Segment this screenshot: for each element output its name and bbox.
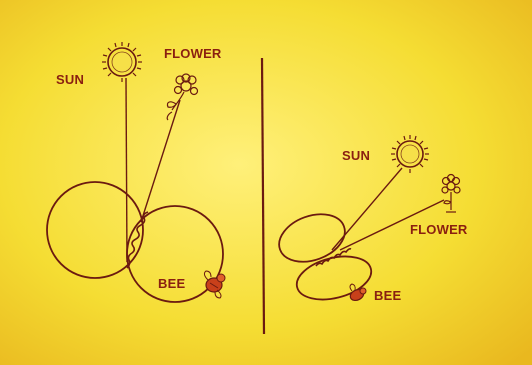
- right-bee-label: BEE: [374, 288, 401, 303]
- left-sun-icon: [102, 42, 142, 82]
- left-bee-label: BEE: [158, 276, 185, 291]
- left-sun-direction-line: [126, 78, 127, 262]
- right-flower-label: FLOWER: [410, 222, 468, 237]
- left-sun-label: SUN: [56, 72, 84, 87]
- left-flower-label: FLOWER: [164, 46, 222, 61]
- right-sun-label: SUN: [342, 148, 370, 163]
